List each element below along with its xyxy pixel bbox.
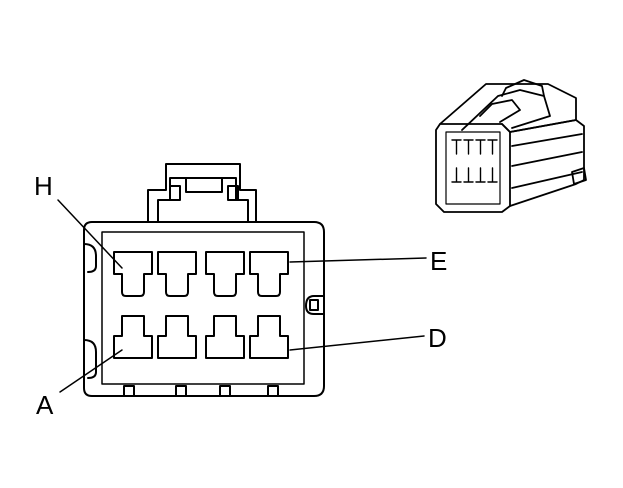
callout-label-a: A [36,390,54,420]
iso-side-face [509,119,585,207]
bottom-notch-4 [267,385,279,397]
iso-terminal-cavity [487,167,498,183]
latch-slot [185,177,223,193]
iso-terminal-cavity [475,167,486,183]
iso-terminal-cavity [475,139,486,155]
terminal-cavity [157,315,197,359]
leader-line-d [289,335,425,351]
iso-terminal-cavity [463,167,474,183]
latch-tab-right [227,185,239,201]
iso-terminal-cavity [451,139,462,155]
terminal-cavity [205,251,245,297]
iso-front-inner [445,131,501,205]
bottom-notch-2 [175,385,187,397]
leader-line-a [59,349,123,393]
latch-inner [157,177,249,223]
connector-face [83,163,325,397]
callout-label-e: E [430,246,447,276]
iso-terminal-cavity [451,167,462,183]
bottom-notch-3 [219,385,231,397]
latch-tab-left [169,185,181,201]
terminal-cavity [249,315,289,359]
connector-inner-frame [101,231,305,385]
leader-line-e [289,257,427,263]
right-lock-window [309,299,319,311]
left-rib-top [83,243,97,273]
terminal-cavities [113,251,289,359]
terminal-cavity [113,315,153,359]
bottom-notch-1 [123,385,135,397]
iso-side-rib-3 [511,171,583,189]
iso-front-face [435,123,511,213]
terminal-cavity [205,315,245,359]
iso-side-tab [571,167,587,185]
connector-isometric-view [435,79,587,213]
left-rib-bottom [83,339,97,379]
connector-body [83,221,325,397]
right-lock-bump [305,295,325,315]
iso-side-rib-2 [511,151,583,167]
terminal-cavity [249,251,289,297]
callout-label-h: H [34,171,53,201]
iso-terminal-cavity [487,139,498,155]
terminal-cavity [113,251,153,297]
iso-terminal-cavity [463,139,474,155]
leader-line-h [57,199,123,269]
top-latch [147,163,257,223]
callout-label-d: D [428,323,447,353]
terminal-cavity [157,251,197,297]
iso-terminal-cavities [451,139,498,183]
iso-latch-ridge [501,79,545,97]
iso-side-rib-1 [511,133,583,147]
iso-latch-step [479,99,521,123]
iso-latch [461,89,551,131]
